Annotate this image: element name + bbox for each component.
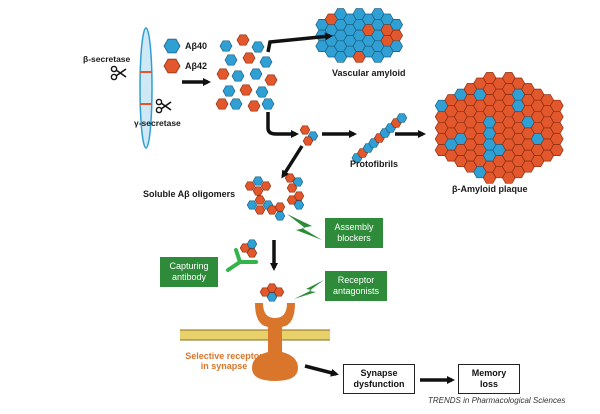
lightning-bolt-icon: [287, 214, 322, 240]
monomer-hex: [264, 74, 278, 86]
vascular-amyloid-cluster: [315, 8, 404, 63]
oligomer-hex: [246, 239, 258, 249]
vascular-hex: [389, 40, 404, 52]
assembly-blockers-line1: Assembly: [334, 222, 374, 232]
legend-ab42-label: Aβ42: [185, 61, 208, 71]
arrow-to-vascular: [266, 32, 333, 53]
arrow-to-synapse: [304, 364, 339, 377]
oligomer-hex: [266, 205, 278, 215]
capturing-antibody-line2: antibody: [171, 272, 207, 282]
monomer-hex: [259, 56, 273, 68]
arrow-to-oligomers: [281, 145, 304, 179]
oligomer-hex: [284, 173, 296, 183]
monomer-hex: [236, 34, 250, 46]
oligomer-hex: [293, 191, 305, 201]
monomer-hex: [255, 86, 269, 98]
capturing-antibody-line1: Capturing: [169, 261, 209, 271]
legend-ab40-hex: [163, 38, 181, 54]
oligomers-label: Soluble Aβ oligomers: [143, 189, 236, 199]
app-rod: [139, 27, 153, 149]
plaque-hex: [549, 144, 564, 156]
monomer-cluster: [215, 34, 278, 112]
assembly-blockers-line2: blockers: [337, 233, 371, 243]
oligomer-hex: [302, 136, 314, 146]
oligomer-group: [239, 125, 319, 302]
monomer-hex: [251, 41, 265, 53]
plaque-hex: [549, 99, 564, 112]
capturing-antibody-box: Capturing antibody: [160, 257, 218, 287]
vascular-hex: [389, 19, 404, 31]
monomer-hex: [229, 98, 243, 110]
receptor-antagonists-line2: antagonists: [332, 286, 380, 296]
legend-ab42-hex: [163, 58, 181, 74]
oligomer-hex: [254, 195, 266, 205]
plaque-hex: [549, 133, 564, 145]
plaque-hex: [549, 110, 564, 123]
oligomer-hex: [246, 248, 258, 258]
monomer-hex: [242, 52, 256, 64]
monomer-hex: [261, 98, 275, 110]
memory-loss-line1: Memory: [471, 368, 507, 378]
memory-loss-line2: loss: [479, 379, 498, 389]
oligomer-hex: [254, 205, 266, 215]
oligomer-hex: [244, 181, 256, 191]
oligomer-hex: [274, 211, 286, 221]
arrow-to-dimer: [266, 112, 299, 138]
monomer-hex: [249, 68, 263, 80]
receptor-label-line2: in synapse: [200, 361, 248, 371]
protofibril-hex: [396, 113, 408, 123]
receptor-label-line1: Selective receptor: [185, 351, 263, 361]
oligomer-hex: [252, 186, 264, 196]
protofibrils-label: Protofibrils: [350, 159, 399, 169]
plaque-label: β-Amyloid plaque: [452, 184, 528, 194]
receptor-antagonists-line1: Receptor: [337, 275, 375, 285]
receptor-antagonists-box: Receptor antagonists: [325, 271, 387, 301]
monomer-hex: [224, 54, 238, 66]
memory-loss-box: Memory loss: [458, 364, 520, 394]
monomer-hex: [216, 68, 230, 80]
monomer-hex: [239, 84, 253, 96]
monomer-hex: [215, 98, 229, 110]
oligomer-hex: [252, 176, 264, 186]
oligomer-hex: [286, 183, 298, 193]
scissors-icon: [110, 65, 127, 81]
scissors-icon: [155, 98, 172, 114]
vascular-hex: [389, 29, 404, 42]
oligomer-hex: [273, 287, 285, 297]
receptor-icon: [252, 303, 298, 381]
beta-secretase-label: β-secretase: [83, 54, 131, 64]
membrane: [180, 329, 330, 341]
monomer-hex: [219, 40, 233, 52]
vascular-amyloid-label: Vascular amyloid: [332, 68, 406, 78]
synapse-dysfunction-line2: dysfunction: [353, 379, 405, 389]
oligomer-hex: [293, 200, 305, 210]
oligomer-hex: [292, 177, 304, 187]
legend-ab40-label: Aβ40: [185, 41, 208, 51]
oligomer-hex: [260, 181, 272, 191]
amyloid-plaque-cluster: [434, 72, 564, 184]
monomer-hex: [231, 70, 245, 82]
monomer-hex: [247, 100, 261, 112]
pathway-arrows: [182, 32, 455, 384]
oligomer-hex: [274, 202, 286, 212]
receptor-label: Selective receptor in synapse: [178, 351, 270, 371]
assembly-blockers-box: Assembly blockers: [325, 218, 383, 248]
protofibril-chain: [351, 113, 408, 163]
oligomer-hex: [299, 125, 311, 135]
lightning-bolt-icon: [294, 280, 324, 299]
monomer-hex: [222, 85, 236, 97]
oligomer-hex: [246, 200, 258, 210]
synapse-dysfunction-box: Synapse dysfunction: [343, 364, 415, 394]
gamma-secretase-label: γ-secretase: [134, 118, 181, 128]
credit-text: TRENDS in Pharmacological Sciences: [428, 396, 566, 405]
plaque-hex: [549, 121, 564, 134]
synapse-dysfunction-line1: Synapse: [360, 368, 398, 378]
antibody-icon: [226, 248, 258, 272]
